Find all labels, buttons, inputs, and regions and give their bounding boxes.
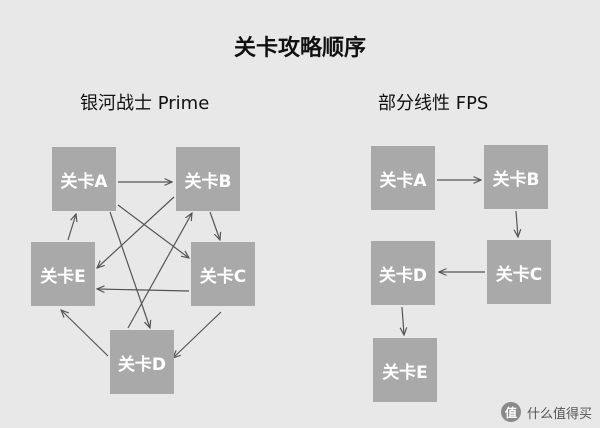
right-diagram-subtitle: 部分线性 FPS: [378, 93, 489, 114]
page-title: 关卡攻略顺序: [233, 36, 366, 61]
left-diagram-subtitle: 银河战士 Prime: [80, 93, 210, 114]
right-node-c: 关卡C: [487, 240, 551, 304]
left-arrow-d-b: [127, 213, 192, 329]
left-node-b: 关卡B: [176, 147, 240, 211]
watermark: 值 什么值得买: [500, 402, 592, 422]
right-node-d: 关卡D: [371, 241, 435, 305]
brand-logo-icon: 值: [500, 402, 521, 422]
right-arrow-d-e: [402, 306, 404, 335]
left-node-d: 关卡D: [110, 330, 174, 394]
left-arrow-b-c: [209, 211, 220, 240]
left-arrow-d-e: [61, 310, 109, 357]
right-node-a: 关卡A: [371, 146, 435, 210]
left-arrow-e-a: [67, 214, 76, 241]
left-arrow-c-d: [173, 311, 222, 358]
left-node-a: 关卡A: [52, 147, 116, 211]
left-arrow-a-d: [109, 211, 150, 328]
watermark-text: 什么值得买: [526, 406, 592, 422]
right-arrow-b-c: [516, 210, 518, 237]
left-arrow-a-c: [117, 204, 189, 258]
left-arrow-b-e: [97, 196, 175, 268]
left-arrow-c-e: [97, 289, 190, 291]
right-node-b: 关卡B: [484, 145, 548, 209]
right-node-e: 关卡E: [373, 338, 437, 402]
left-node-e: 关卡E: [31, 242, 95, 306]
left-node-c: 关卡C: [191, 242, 255, 306]
